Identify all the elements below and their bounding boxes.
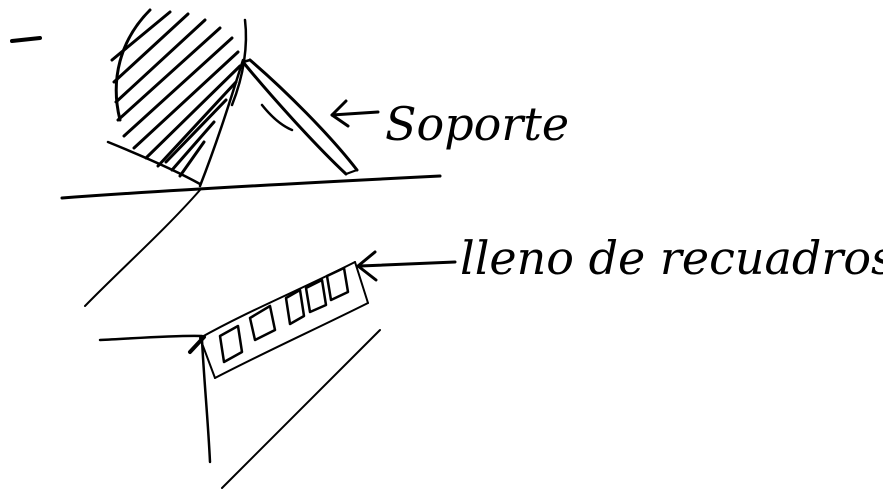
- slope-edge: [200, 60, 243, 186]
- tray-box: [327, 268, 348, 300]
- tray-box: [220, 326, 242, 362]
- ground-line: [62, 176, 440, 198]
- support-stand: [243, 60, 357, 174]
- dash-mark: [12, 38, 40, 41]
- tray-box: [286, 290, 304, 324]
- support-arrow: [332, 101, 378, 126]
- tray-label: lleno de recuadros.: [460, 231, 883, 285]
- tray: [190, 262, 368, 378]
- tray-boxes: [220, 268, 348, 362]
- tray-arrow: [358, 252, 455, 280]
- hatched-block: [108, 10, 246, 184]
- support-label: Soporte: [385, 97, 569, 151]
- diagonal-line: [85, 190, 200, 306]
